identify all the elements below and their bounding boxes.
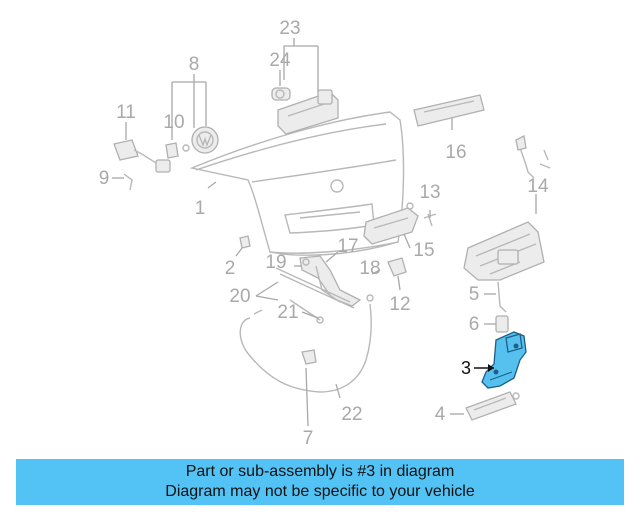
bump-stop-2 [239,235,251,249]
callout-1: 1 [195,198,206,219]
callout-5: 5 [469,284,480,305]
parts-diagram: 23 24 8 11 10 9 1 16 13 14 15 2 17 19 18… [99,18,551,449]
callout-15: 15 [413,240,434,261]
callout-11: 11 [116,102,136,123]
callout-21: 21 [277,302,298,323]
callout-20: 20 [229,286,250,307]
fastener-7 [301,349,317,365]
callout-3: 3 [461,358,471,378]
callout-14: 14 [527,176,549,197]
banner-line-disclaimer: Diagram may not be specific to your vehi… [165,483,475,500]
banner-line-part: Part or sub-assembly is #3 in diagram [185,463,455,480]
callout-12: 12 [389,294,410,315]
callout-4: 4 [435,404,446,425]
callout-labels: 23 24 8 11 10 9 1 16 13 14 15 2 17 19 18… [99,18,549,449]
rod-5 [497,281,507,313]
callout-8: 8 [189,54,200,75]
switch-11 [113,139,171,173]
callout-23: 23 [279,18,300,39]
callout-19: 19 [265,252,286,273]
callout-18: 18 [359,258,380,279]
callout-10: 10 [163,112,184,133]
info-banner: Part or sub-assembly is #3 in diagram Di… [16,459,624,505]
emblem [191,126,219,154]
handle-assembly [271,87,339,135]
callout-9: 9 [99,168,110,189]
lamp-housing [363,202,419,245]
callout-17: 17 [337,236,358,257]
callout-22: 22 [341,404,362,425]
bracket-12 [366,257,407,302]
clip-6 [495,315,509,333]
lock-cylinder-4 [465,391,520,421]
trim-strip [413,94,485,127]
highlighted-part-3[interactable] [481,331,527,389]
callout-24: 24 [269,50,291,71]
callout-7: 7 [303,428,314,449]
bolt-9 [123,173,133,191]
clip-10 [165,142,190,159]
callout-13: 13 [419,182,440,203]
cable-loop [239,303,372,393]
leader-lines [112,38,537,427]
hinge [299,255,362,307]
latch-bracket [463,135,551,281]
callout-2: 2 [225,258,236,279]
callout-16: 16 [445,142,466,163]
callout-6: 6 [469,314,480,335]
